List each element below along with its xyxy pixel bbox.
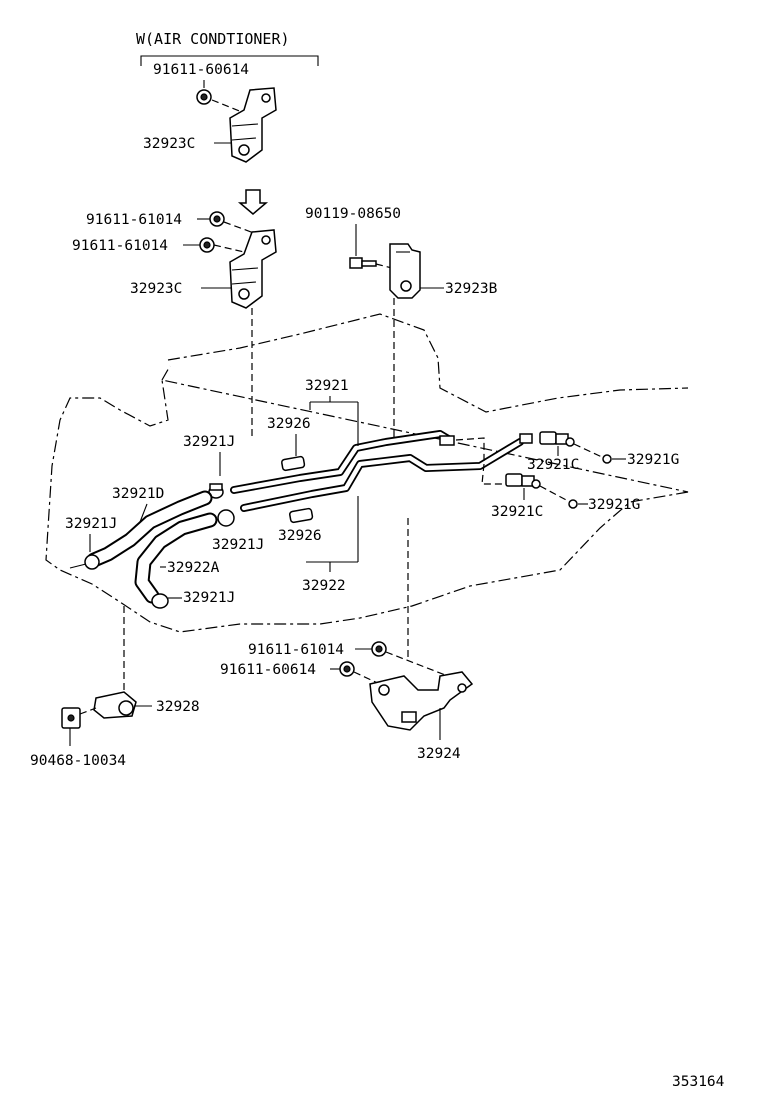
label-32921j-center: 32921J (212, 537, 264, 553)
label-32924: 32924 (417, 746, 461, 762)
illustration-number: 353164 (672, 1074, 725, 1090)
label-91611-61014-b: 91611-61014 (72, 238, 168, 254)
bracket-32924-icon (369, 671, 474, 731)
label-32923b: 32923B (445, 281, 498, 297)
clamp-32928-icon (93, 691, 137, 719)
oil-cooler-tube-32922-icon (240, 438, 524, 512)
label-32921c-bottom: 32921C (491, 504, 543, 520)
tube-fitting-icon-upper (439, 433, 533, 446)
transmission-outline-notch (161, 365, 171, 381)
flange-nut-icon-bottom (339, 661, 355, 677)
dash-32921g-top (573, 443, 605, 459)
leader-32921 (309, 396, 359, 446)
variant-label: W(AIR CONDTIONER) (136, 30, 290, 48)
flange-bolt-icon-b (199, 237, 215, 253)
dash-bolt-b (213, 244, 245, 253)
variant-bracket-line (140, 55, 319, 66)
oil-cooler-tube-32921-icon (230, 430, 454, 494)
leader-32921d (139, 503, 148, 523)
label-32926-bottom: 32926 (278, 528, 322, 544)
label-90468-10034: 90468-10034 (30, 753, 126, 769)
label-32921j-top: 32921J (183, 434, 235, 450)
dash-bolt-c (385, 651, 459, 681)
label-32921j-bottom: 32921J (183, 590, 235, 606)
transmission-outline (45, 313, 689, 633)
flange-bolt-icon-a (209, 211, 225, 227)
flange-bolt-icon-c (371, 641, 387, 657)
label-32923c-mid: 32923C (130, 281, 182, 297)
gasket-32921g-bottom-icon (568, 499, 578, 509)
bracket-32923c-top-icon (229, 87, 277, 163)
label-32921g-top: 32921G (627, 452, 679, 468)
hose-32921d-icon (86, 490, 213, 568)
down-arrow-icon (237, 189, 269, 215)
hose-32922a-icon (134, 512, 218, 604)
clip-90468-10034-icon (61, 707, 81, 729)
label-32926-top: 32926 (267, 416, 311, 432)
sleeve-32926-bottom-icon (289, 507, 314, 524)
union-32921c-bottom-icon (505, 473, 541, 489)
dash-clip-to-clamp (79, 707, 97, 715)
label-91611-60614-bottom: 91611-60614 (220, 662, 316, 678)
sleeve-32926-top-icon (281, 455, 306, 472)
label-32928: 32928 (156, 699, 200, 715)
label-32921c-top: 32921C (527, 457, 579, 473)
clamp-32921j-left-icon (69, 554, 100, 570)
hex-bolt-icon (349, 257, 377, 269)
label-32922: 32922 (302, 578, 346, 594)
dash-tube-ends (455, 437, 512, 485)
label-32921g-bottom: 32921G (588, 497, 640, 513)
label-91611-60614-top: 91611-60614 (153, 62, 249, 78)
label-32923c-top: 32923C (143, 136, 195, 152)
bracket-32923c-mid-icon (229, 229, 277, 309)
label-32921j-left: 32921J (65, 516, 117, 532)
union-32921c-top-icon (539, 431, 575, 447)
label-91611-61014-c: 91611-61014 (248, 642, 344, 658)
bracket-32923b-icon (389, 243, 421, 299)
label-90119-08650: 90119-08650 (305, 206, 401, 222)
clamp-32921j-bottom-icon (151, 593, 169, 609)
clamp-32921j-center-icon (217, 509, 235, 527)
label-32921d: 32921D (112, 486, 164, 502)
label-32921: 32921 (305, 378, 349, 394)
leader-32922 (306, 496, 359, 572)
gasket-32921g-top-icon (602, 454, 612, 464)
flange-nut-icon-top (196, 89, 212, 105)
label-32922a: 32922A (167, 560, 220, 576)
dash-32921g-bottom (539, 485, 571, 503)
label-91611-61014-a: 91611-61014 (86, 212, 182, 228)
